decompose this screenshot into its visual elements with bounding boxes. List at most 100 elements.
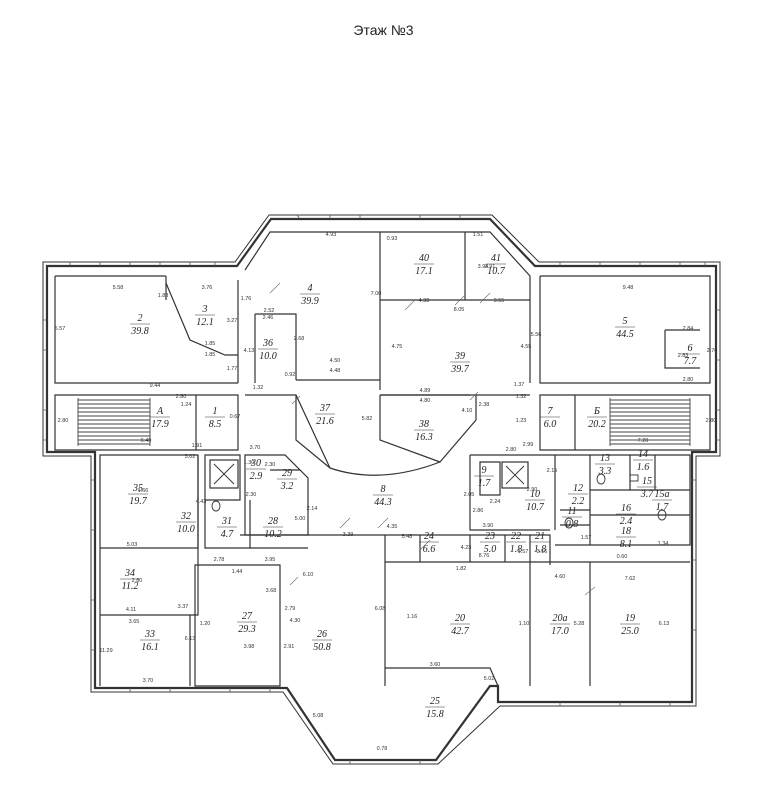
- dimension-label: 2.52: [264, 308, 275, 314]
- room-area: 4.7: [221, 529, 235, 540]
- room-number: 33: [144, 629, 155, 640]
- room-area: 6.0: [544, 419, 557, 430]
- dimension-label: 1.32: [516, 394, 527, 400]
- dimension-label: 3.27: [227, 318, 238, 324]
- room-area: 16.3: [415, 432, 433, 443]
- dimension-lines: [269, 282, 596, 596]
- dimension-label: 1.32: [253, 385, 264, 391]
- room-area: 15.8: [426, 709, 444, 720]
- room-number: 39: [454, 351, 465, 362]
- dimension-label: 5.08: [313, 713, 324, 719]
- dimension-label: 9.44: [150, 383, 161, 389]
- room-number: 26: [317, 629, 327, 640]
- dimension-label: 4.50: [330, 358, 341, 364]
- dimension-label: 4.75: [392, 344, 403, 350]
- dimension-label: 4.48: [330, 368, 341, 374]
- room-area: 6.6: [423, 544, 436, 555]
- stair-right: [609, 398, 691, 446]
- interior-walls: [54, 231, 711, 687]
- dimension-label: 1.20: [200, 621, 211, 627]
- dimension-label: 2.15: [547, 468, 558, 474]
- room-number: 34: [124, 568, 135, 579]
- dimension-label: 4.13: [244, 348, 255, 354]
- dimension-label: 4.11: [126, 607, 136, 613]
- dimension-label: 2.30: [246, 492, 257, 498]
- dimension-label: 6.10: [303, 572, 314, 578]
- dimension-label: 5.57: [55, 326, 66, 332]
- room-area: 39.7: [450, 364, 470, 375]
- room-number: 20: [455, 613, 465, 624]
- dimension-label: 3.70: [143, 678, 154, 684]
- dimension-label: 1.85: [205, 352, 216, 358]
- room-number: 40: [419, 253, 429, 264]
- room-number: 11: [567, 506, 576, 517]
- room-area: 1.8: [534, 544, 547, 555]
- dimension-label: 2.68: [294, 336, 305, 342]
- dimension-label: 3.60: [430, 662, 441, 668]
- dimension-label: 1.77: [227, 366, 238, 372]
- dimension-label: 6.08: [375, 606, 386, 612]
- room-area: 1.6: [637, 462, 650, 473]
- dimension-label: 2.80: [683, 377, 694, 383]
- dimension-label: 2.78: [214, 557, 225, 563]
- dimension-label: 0.60: [617, 554, 628, 560]
- dimension-label: 3.91: [485, 264, 496, 270]
- dimension-label: 2.24: [490, 499, 501, 505]
- room-number: 41: [491, 253, 501, 264]
- room-area: 25.0: [621, 626, 639, 637]
- dimension-label: 0.92: [285, 372, 296, 378]
- room-area: 1.8: [510, 544, 523, 555]
- room-number: 7: [548, 406, 554, 417]
- dimension-label: 1.24: [181, 402, 192, 408]
- dimension-label: 5.58: [113, 285, 124, 291]
- room-number: 30: [250, 458, 261, 469]
- dimension-label: 4.23: [461, 545, 472, 551]
- dimension-label: 4.89: [420, 388, 431, 394]
- room-number: 20а: [553, 613, 568, 624]
- room-area: 39.8: [130, 326, 149, 337]
- dimension-label: 1.76: [241, 296, 252, 302]
- dimension-label: 2.90: [527, 487, 538, 493]
- dimension-label: 1.57: [518, 549, 529, 555]
- dimension-label: 1.10: [519, 621, 530, 627]
- dimension-label: 2.84: [683, 326, 694, 332]
- room-area: 11.2: [122, 581, 139, 592]
- room-area: 2.2: [572, 496, 585, 507]
- room-number: 19: [625, 613, 635, 624]
- dimension-label: 6.40: [141, 438, 152, 444]
- dimension-label: 3.70: [250, 445, 261, 451]
- dimension-label: 1.66: [138, 488, 149, 494]
- dimension-label: 6.13: [659, 621, 670, 627]
- dimension-label: 1.85: [205, 341, 216, 347]
- dimension-label: 2.80: [506, 447, 517, 453]
- dimension-label: 3.90: [483, 523, 494, 529]
- stair-left: [77, 398, 151, 446]
- dimension-label: 1.44: [232, 569, 243, 575]
- dimension-label: 5.48: [402, 534, 413, 540]
- room-area: 20.2: [588, 419, 606, 430]
- dimension-label: 1.82: [456, 566, 467, 572]
- dimension-label: 4.80: [420, 398, 431, 404]
- room-number: Б: [593, 406, 600, 417]
- dimension-label: 4.35: [387, 524, 398, 530]
- dimension-label: 3.39: [343, 532, 354, 538]
- room-area: 42.7: [451, 626, 470, 637]
- room-number: 16: [621, 503, 631, 514]
- room-area: 12.1: [196, 317, 214, 328]
- room-area: 44.5: [616, 329, 634, 340]
- dimension-label: 5.28: [574, 621, 585, 627]
- room-number: 23: [485, 531, 495, 542]
- room-number: 15: [642, 476, 652, 487]
- room-number: 38: [418, 419, 429, 430]
- dimension-label: 4.10: [462, 408, 473, 414]
- dimension-label: 1.91: [192, 443, 203, 449]
- room-area: 44.3: [374, 497, 392, 508]
- dimension-label: 4.38: [419, 298, 430, 304]
- dimension-label: 3.68: [266, 588, 277, 594]
- room-area: 2.9: [250, 471, 263, 482]
- dimension-label: 1.23: [516, 418, 527, 424]
- room-area: 19.7: [129, 496, 148, 507]
- dimension-label: 3.65: [129, 619, 140, 625]
